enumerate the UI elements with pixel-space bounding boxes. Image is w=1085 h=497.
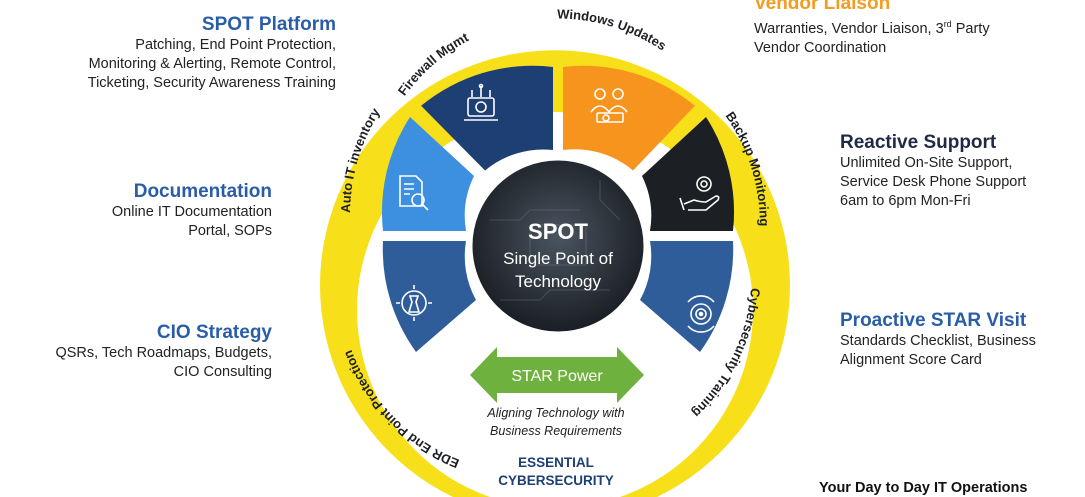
bottom-line-2: CYBERSECURITY [498, 473, 614, 488]
callout-spot-platform: SPOT Platform Patching, End Point Protec… [20, 14, 336, 93]
vendor-people-icon [590, 88, 628, 123]
chess-gear-icon [396, 285, 432, 321]
callout-body: QSRs, Tech Roadmaps, Budgets, CIO Consul… [55, 345, 272, 380]
callout-body: Unlimited On-Site Support, Service Desk … [840, 155, 1027, 209]
sector-backup[interactable] [642, 117, 735, 231]
hand-gear-icon [679, 176, 720, 211]
callout-proactive-star: Proactive STAR Visit Standards Checklist… [840, 310, 1084, 370]
center-core [467, 155, 649, 337]
star-power-arrow[interactable] [470, 347, 644, 403]
footer-text: Your Day to Day IT Operations [819, 480, 1028, 496]
callout-title: CIO Strategy [156, 322, 272, 343]
callout-cio-strategy: CIO Strategy QSRs, Tech Roadmaps, Budget… [4, 322, 272, 382]
center-title: SPOT [528, 219, 588, 244]
sector-edr[interactable] [382, 241, 476, 352]
document-search-icon [399, 175, 429, 211]
star-tagline-1: Aligning Technology with [486, 406, 624, 420]
sector-firewall[interactable] [421, 65, 553, 171]
callout-title: Documentation [133, 181, 272, 202]
vendor-body-text-end: Party [951, 20, 990, 37]
callout-title: Reactive Support [840, 132, 997, 153]
callout-body: Standards Checklist, Business Alignment … [840, 333, 1036, 368]
star-tagline-2: Business Requirements [490, 424, 622, 438]
vendor-body-superscript: rd [943, 19, 952, 29]
circuit-texture [490, 180, 621, 301]
vendor-body-text: Warranties, Vendor Liaison, 3 [754, 20, 944, 37]
center-subtitle-1: Single Point of [503, 249, 613, 268]
center-subtitle-2: Technology [515, 272, 602, 291]
bottom-line-1: ESSENTIAL [518, 455, 594, 470]
callout-title: SPOT Platform [201, 14, 336, 35]
callout-title: Vendor Liaison [754, 0, 891, 14]
callout-documentation: Documentation Online IT Documentation Po… [40, 181, 272, 241]
callout-title: Proactive STAR Visit [840, 310, 1027, 331]
callout-body: Online IT Documentation Portal, SOPs [111, 204, 272, 239]
svg-text:Windows Updates: Windows Updates [557, 6, 669, 53]
ring-label-windows: Windows Updates [557, 6, 669, 53]
callout-body: Patching, End Point Protection, Monitori… [87, 37, 336, 91]
sector-cyber[interactable] [640, 241, 734, 352]
sector-inventory[interactable] [381, 117, 474, 231]
vendor-body-line2: Vendor Coordination [754, 39, 887, 56]
target-cycle-icon [687, 295, 715, 333]
callout-vendor-liaison: Vendor Liaison Warranties, Vendor Liaiso… [754, 0, 1084, 58]
star-power-label: STAR Power [511, 368, 603, 385]
callout-reactive-support: Reactive Support Unlimited On-Site Suppo… [840, 132, 1080, 211]
laptop-gear-icon [464, 83, 498, 121]
